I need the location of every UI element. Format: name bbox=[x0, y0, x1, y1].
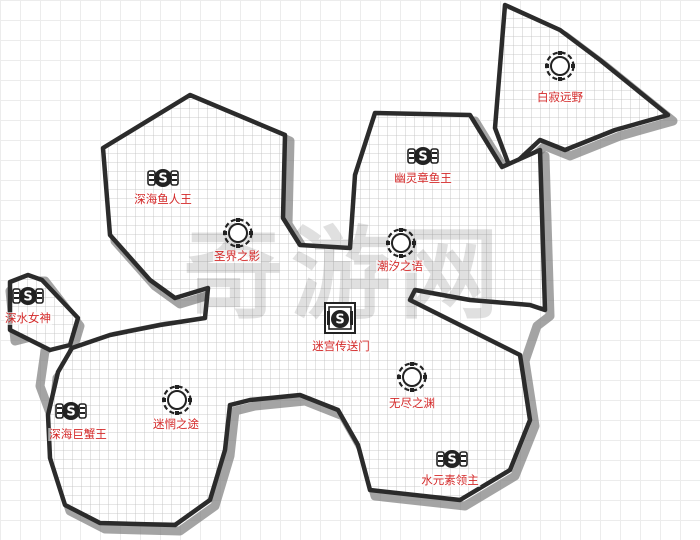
round-table-icon[interactable] bbox=[385, 227, 417, 263]
svg-text:S: S bbox=[66, 405, 75, 420]
round-table-icon[interactable] bbox=[222, 217, 254, 253]
boss-label-shuiyuan-suoqinzhu: 水元素领主 bbox=[420, 473, 480, 487]
shield-s-icon[interactable]: S bbox=[55, 400, 87, 426]
region-main-hall bbox=[45, 92, 548, 528]
boss-label-shenhai-juxiewang: 深海巨蟹王 bbox=[48, 427, 108, 441]
svg-text:S: S bbox=[158, 172, 167, 187]
area-label-shengjie-zhiying: 圣界之影 bbox=[213, 249, 261, 263]
shield-s-icon[interactable]: S bbox=[407, 145, 439, 171]
shield-s-icon[interactable]: S bbox=[436, 448, 468, 474]
round-table-icon[interactable] bbox=[161, 384, 193, 420]
boss-label-shenshui-nvshen: 深水女神 bbox=[4, 311, 52, 325]
round-table-icon[interactable] bbox=[396, 361, 428, 397]
portal-label-migong-chuansongmen: 迷宫传送门 bbox=[311, 339, 371, 353]
svg-text:S: S bbox=[23, 290, 32, 305]
svg-text:S: S bbox=[335, 313, 344, 328]
portal-s-icon[interactable]: S bbox=[323, 301, 357, 339]
area-label-chaoxi-zhiyu: 潮汐之语 bbox=[376, 259, 424, 273]
shield-s-icon[interactable]: S bbox=[12, 285, 44, 311]
boss-label-youling-zhangyuwang: 幽灵章鱼王 bbox=[393, 171, 453, 185]
shield-s-icon[interactable]: S bbox=[147, 167, 179, 193]
region-baijiyuanye bbox=[492, 2, 671, 171]
round-table-icon[interactable] bbox=[544, 50, 576, 86]
area-label-wujin-zhiyuan: 无尽之渊 bbox=[388, 396, 436, 410]
svg-text:S: S bbox=[418, 150, 427, 165]
boss-label-shenhai-yurenwang: 深海鱼人王 bbox=[133, 192, 193, 206]
area-label-mizhang-zhitu: 迷惘之途 bbox=[152, 417, 200, 431]
svg-text:S: S bbox=[447, 453, 456, 468]
area-label-baijiyuanye: 白寂远野 bbox=[536, 90, 584, 104]
